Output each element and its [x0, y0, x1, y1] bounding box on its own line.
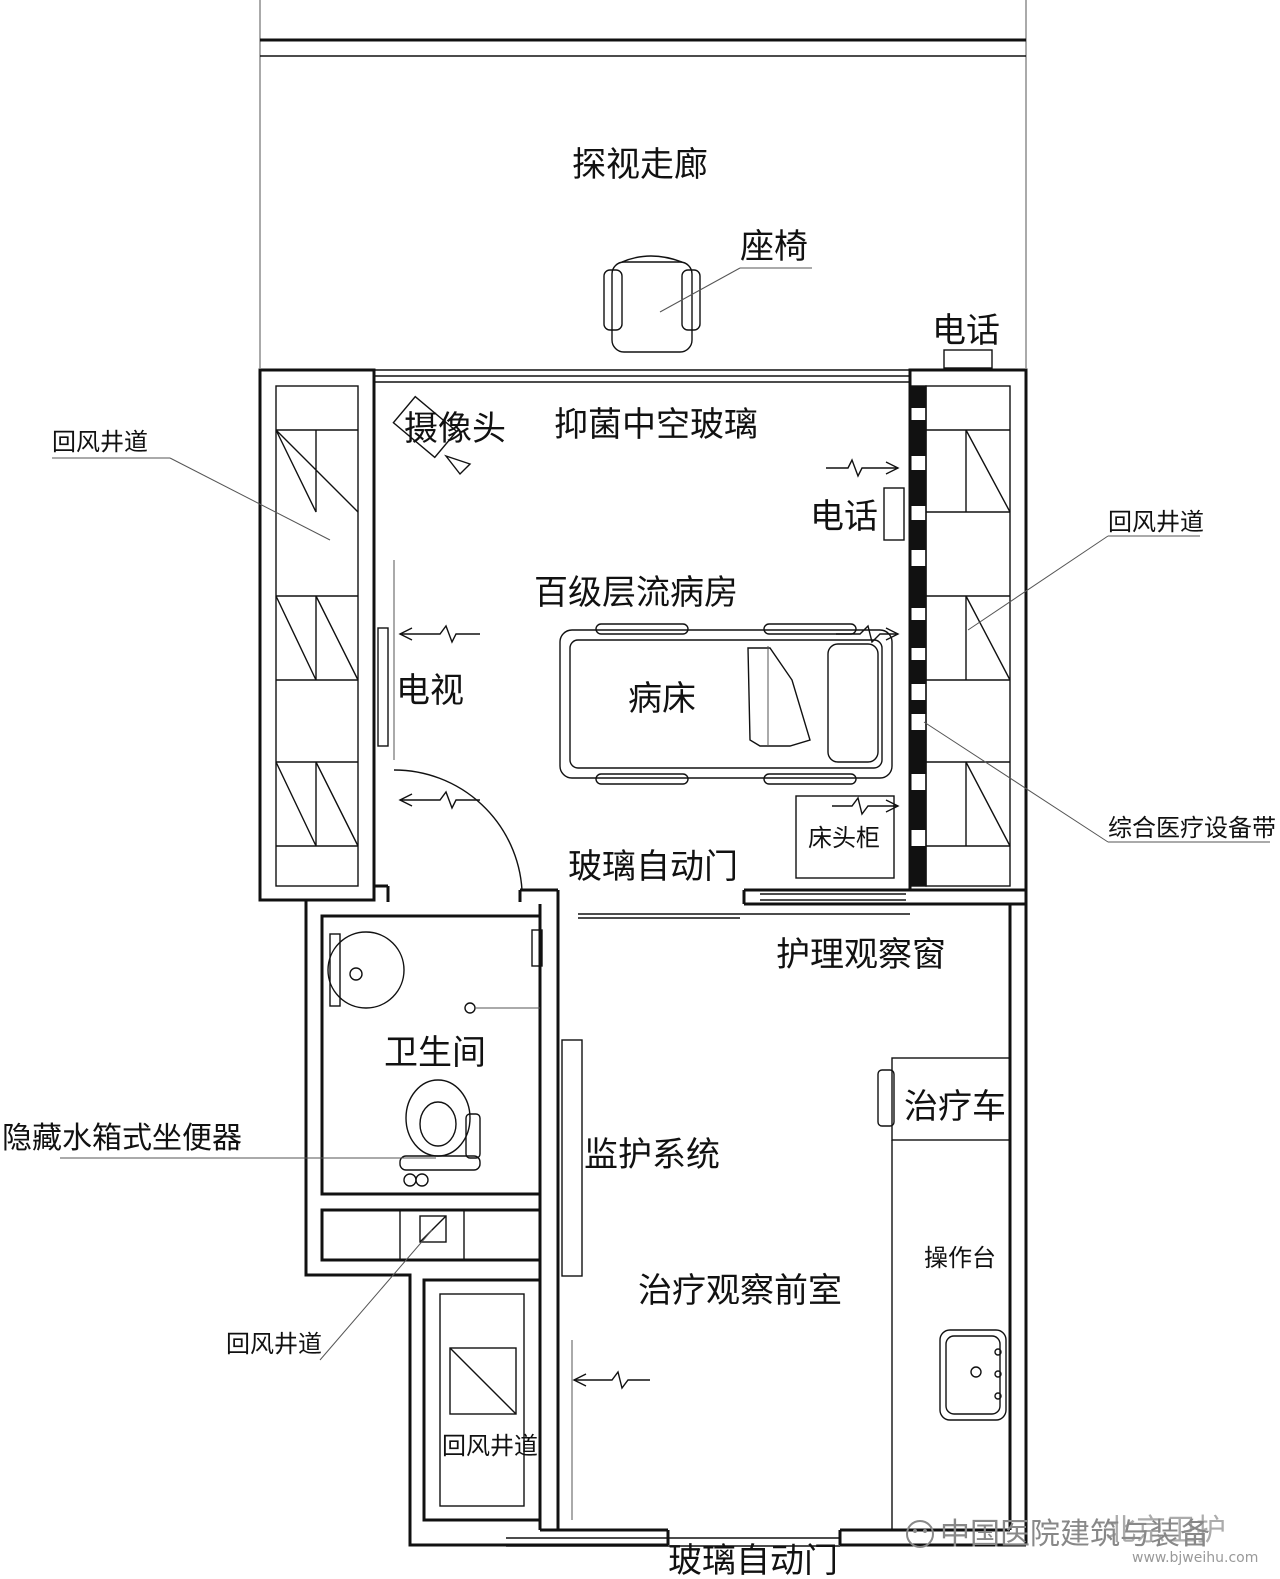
bed-icon	[559, 623, 893, 785]
label-return-air-shaft-left: 回风井道	[52, 428, 148, 456]
return-air-shaft-right	[926, 429, 1011, 847]
seat-icon	[603, 255, 701, 353]
label-phone-outside: 电话	[932, 311, 1000, 351]
label-glass-auto-door-top: 玻璃自动门	[568, 847, 738, 887]
medical-belt	[909, 385, 927, 887]
watermark-overlay: 北京卫护	[1106, 1513, 1226, 1548]
phone-icon	[943, 349, 993, 369]
tv-icon	[377, 560, 395, 760]
watermark: 中国医院建筑与装备 北京卫护 www.bjweihu.com	[906, 1513, 1258, 1566]
label-phone-inside: 电话	[810, 497, 878, 537]
phone-inside-icon	[883, 487, 905, 541]
label-treatment-cart: 治疗车	[904, 1087, 1006, 1127]
label-glass-auto-door-bottom: 玻璃自动门	[668, 1541, 838, 1579]
label-nursing-window: 护理观察窗	[776, 935, 946, 975]
bathroom-area	[320, 914, 543, 1196]
return-air-shaft-bottom	[422, 1278, 542, 1522]
label-return-air-shaft-bottom: 回风井道	[442, 1432, 538, 1460]
label-seat: 座椅	[740, 227, 808, 267]
label-bed: 病床	[628, 679, 696, 719]
label-anteroom: 治疗观察前室	[638, 1271, 842, 1311]
label-bathroom: 卫生间	[384, 1033, 486, 1073]
workbench-area	[877, 1057, 1011, 1530]
label-laminar-ward: 百级层流病房	[534, 573, 738, 613]
label-visiting-corridor: 探视走廊	[572, 145, 708, 185]
watermark-text: 中国医院建筑与装备	[940, 1517, 1210, 1552]
label-monitor-system: 监护系统	[584, 1135, 720, 1175]
monitor-system-icon	[561, 1039, 583, 1277]
return-air-shaft-middle	[320, 1208, 542, 1262]
label-bedside-cabinet: 床头柜	[808, 824, 880, 852]
label-medical-belt: 综合医疗设备带	[1108, 814, 1276, 842]
label-return-air-shaft-middle: 回风井道	[226, 1330, 322, 1358]
camera-icon	[392, 395, 472, 476]
bedside-cabinet-icon	[795, 795, 895, 879]
ward-lower-wall	[304, 884, 1028, 1547]
label-toilet: 隐藏水箱式坐便器	[2, 1121, 242, 1156]
label-tv: 电视	[396, 671, 464, 711]
label-return-air-shaft-right: 回风井道	[1108, 508, 1204, 536]
label-antibacterial-glass: 抑菌中空玻璃	[554, 405, 758, 445]
label-camera: 摄像头	[404, 409, 506, 449]
label-workbench: 操作台	[924, 1244, 996, 1272]
return-air-shaft-left	[275, 429, 359, 847]
corridor-area	[259, 0, 1027, 368]
watermark-url: www.bjweihu.com	[1132, 1550, 1258, 1566]
